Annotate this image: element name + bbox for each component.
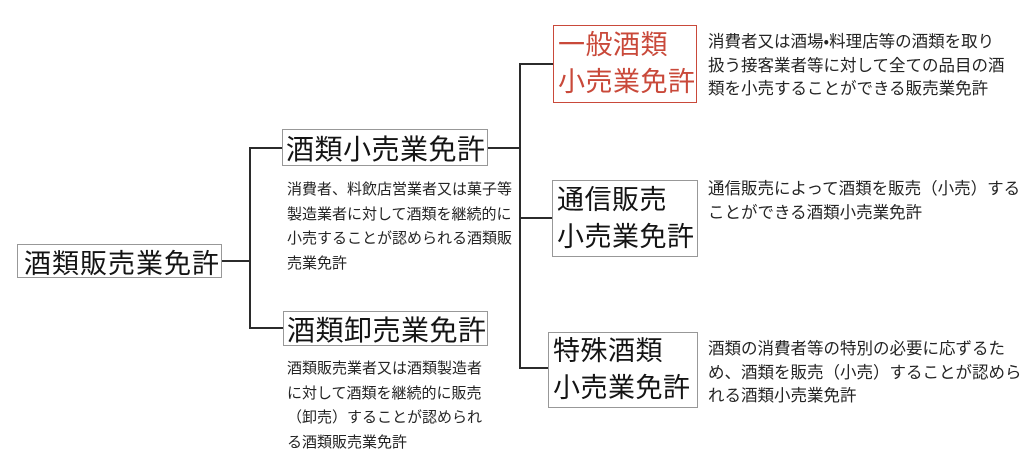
node-special-liquor-retail-license: 特殊酒類 小売業免許 xyxy=(548,332,698,408)
description-mail-order-retail-license: 通信販売によって酒類を販売（小売）する ことができる酒類小売業免許 xyxy=(708,180,1021,222)
description-retail-license: 消費者、料飲店営業者又は菓子等 製造業者に対して酒類を継続的に 小売することが認… xyxy=(287,181,513,272)
connector-to-general-retail xyxy=(519,63,553,65)
description-wholesale-license: 酒類販売業者又は酒類製造者 に対して酒類を継続的に販売 （卸売）することが認めら… xyxy=(287,360,483,451)
connector-right-bracket-vertical xyxy=(519,63,521,369)
node-wholesale-license: 酒類卸売業免許 xyxy=(283,311,488,346)
node-mail-order-retail-license: 通信販売 小売業免許 xyxy=(552,180,698,257)
node-retail-license: 酒類小売業免許 xyxy=(282,129,488,166)
node-liquor-sales-license: 酒類販売業免許 xyxy=(17,244,222,279)
connector-left-bracket-vertical xyxy=(249,147,251,329)
connector-retail-stub xyxy=(488,147,520,149)
description-special-liquor-retail-license: 酒類の消費者等の特別の必要に応ずるた め、酒類を販売（小売）することが認めら れ… xyxy=(708,340,1022,405)
connector-root-stub xyxy=(222,260,250,262)
connector-to-retail xyxy=(249,147,282,149)
connector-to-mail-order-retail xyxy=(519,217,552,219)
connector-to-special-retail xyxy=(519,367,548,369)
node-general-liquor-retail-license: 一般酒類 小売業免許 xyxy=(553,25,697,103)
connector-to-wholesale xyxy=(249,327,283,329)
description-general-liquor-retail-license: 消費者又は酒場・料理店等の酒類を取り 扱う接客業者等に対して全ての品目の酒 類を… xyxy=(708,33,1005,98)
